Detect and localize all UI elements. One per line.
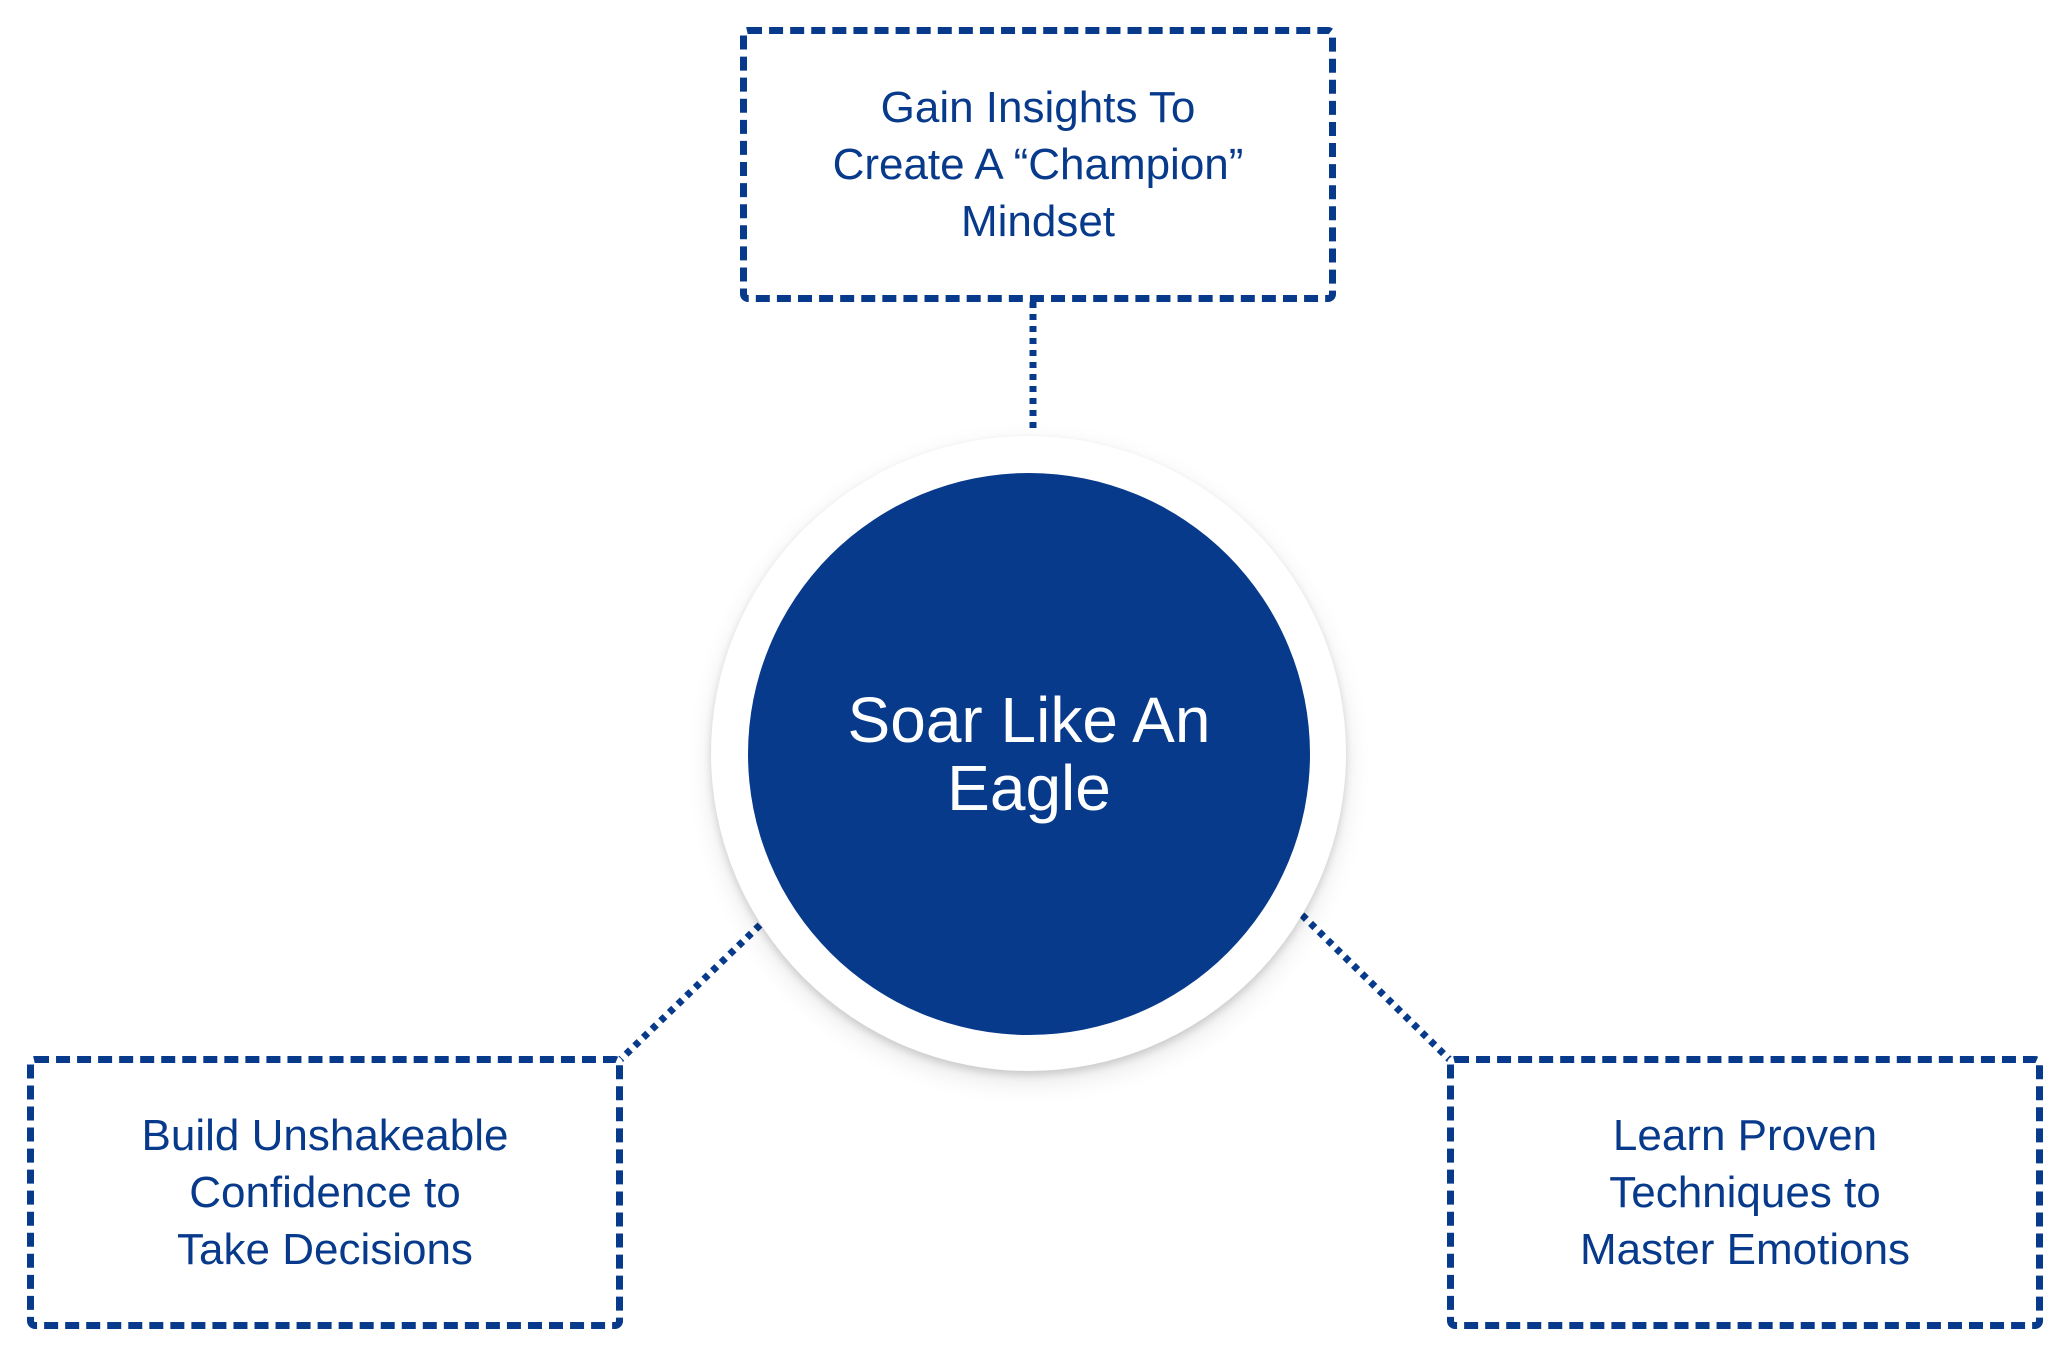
- hub-title: Soar Like An Eagle: [847, 684, 1211, 824]
- goal-label-right: Learn Proven Techniques to Master Emotio…: [1579, 1111, 1911, 1274]
- goal-label-top: Gain Insights To Create A “Champion” Min…: [832, 83, 1244, 246]
- goal-box-top: Gain Insights To Create A “Champion” Min…: [740, 27, 1336, 302]
- connector-right: [1299, 912, 1453, 1063]
- hub-circle: Soar Like An Eagle: [748, 473, 1310, 1035]
- connector-left: [617, 922, 763, 1063]
- goal-box-left: Build Unshakeable Confidence to Take Dec…: [27, 1056, 623, 1329]
- goal-box-right: Learn Proven Techniques to Master Emotio…: [1447, 1056, 2043, 1329]
- goal-label-left: Build Unshakeable Confidence to Take Dec…: [141, 1111, 509, 1274]
